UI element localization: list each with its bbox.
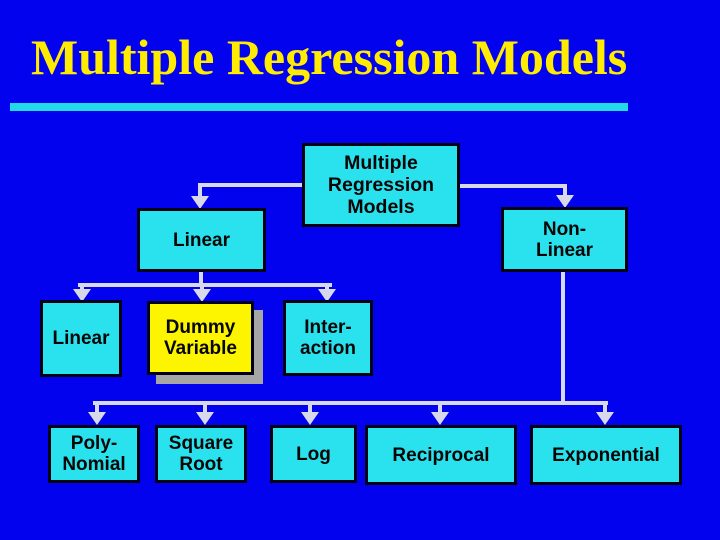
connector-stem (325, 285, 329, 292)
node-multiple-regression-models: Multiple Regression Models (302, 143, 460, 227)
node-non-linear: Non- Linear (501, 207, 628, 272)
connector-arrow-down-icon (88, 412, 106, 425)
node-label: Log (296, 443, 331, 465)
node-label: Inter- action (300, 317, 356, 359)
connector-root-to-nonlinear-v (563, 184, 567, 197)
node-label: Linear (52, 328, 110, 349)
connector-root-to-linear-h (200, 183, 304, 187)
node-label: Dummy Variable (164, 317, 237, 359)
node-square-root: Square Root (155, 425, 247, 483)
node-label: Multiple Regression Models (327, 152, 435, 218)
connector-arrow-down-icon (191, 196, 209, 209)
node-polynomial: Poly- Nomial (48, 425, 140, 483)
connector-linear-down-v (199, 271, 203, 285)
slide-title: Multiple Regression Models (31, 29, 628, 85)
connector-arrow-down-icon (73, 289, 91, 302)
connector-stem (438, 403, 442, 413)
connector-root-to-linear-v (198, 183, 202, 198)
node-reciprocal: Reciprocal (365, 425, 517, 485)
connector-arrow-down-icon (193, 289, 211, 302)
connector-stem (80, 285, 84, 292)
node-label: Linear (172, 229, 231, 251)
node-dummy-variable: Dummy Variable (147, 301, 254, 375)
node-log: Log (270, 425, 357, 483)
connector-root-to-nonlinear-h (460, 184, 567, 188)
node-interaction: Inter- action (283, 300, 373, 376)
connector-row3-rail (78, 283, 332, 287)
node-label: Non- Linear (535, 218, 594, 261)
connector-nonlinear-down-v (561, 271, 565, 404)
connector-stem (200, 285, 204, 292)
node-label: Reciprocal (392, 444, 490, 466)
connector-stem (203, 403, 207, 413)
connector-stem (308, 403, 312, 413)
node-label: Exponential (552, 444, 660, 466)
connector-row4-rail (93, 401, 608, 405)
title-underline-rule (10, 103, 628, 111)
node-linear-level3: Linear (40, 300, 122, 377)
connector-arrow-down-icon (431, 412, 449, 425)
connector-arrow-down-icon (556, 195, 574, 208)
node-label: Poly- Nomial (62, 433, 126, 475)
connector-stem (95, 403, 99, 413)
node-linear-level2: Linear (137, 208, 266, 272)
connector-arrow-down-icon (196, 412, 214, 425)
connector-arrow-down-icon (318, 289, 336, 302)
connector-arrow-down-icon (596, 412, 614, 425)
connector-arrow-down-icon (301, 412, 319, 425)
node-label: Square Root (168, 433, 234, 475)
connector-stem (603, 403, 607, 413)
node-exponential: Exponential (530, 425, 682, 485)
